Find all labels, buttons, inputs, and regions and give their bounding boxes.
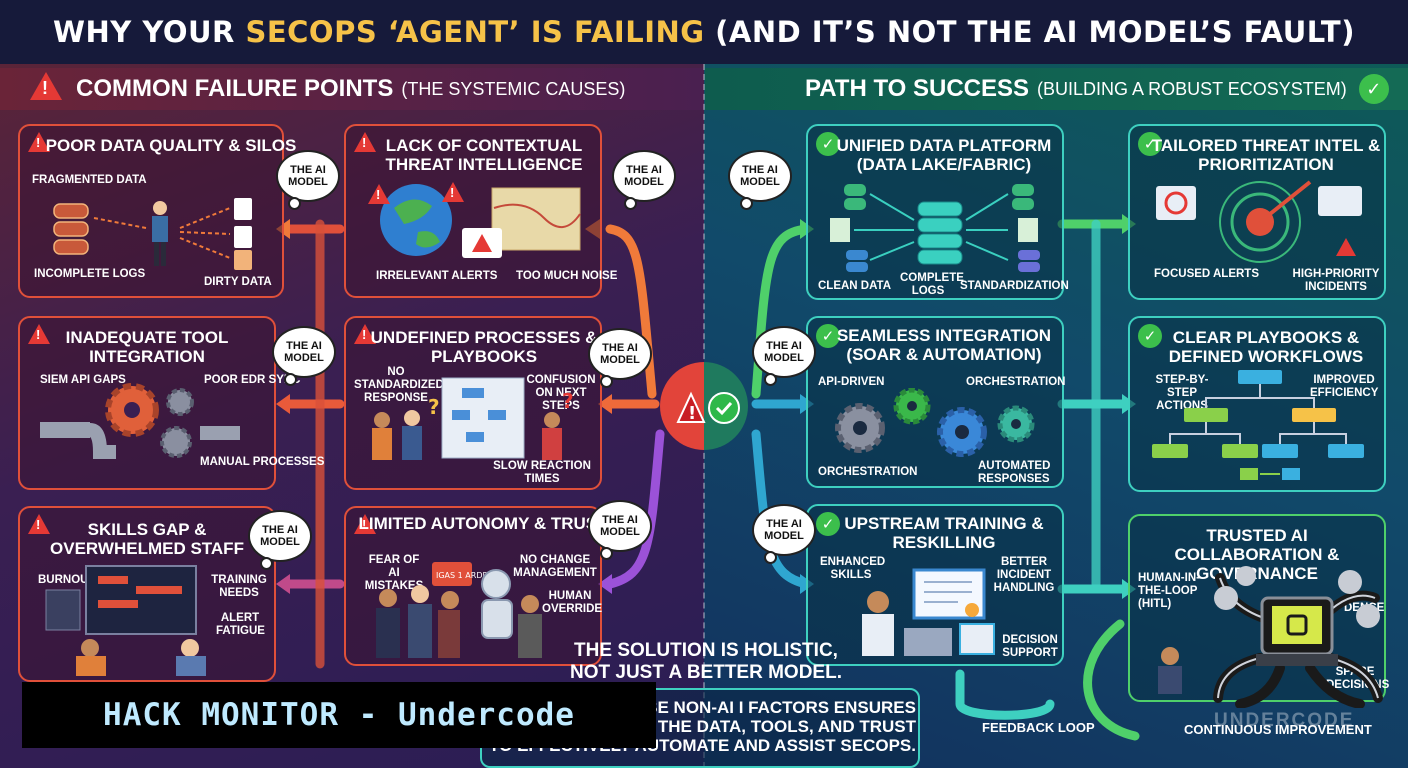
ai-model-bubble: THE AI MODEL — [728, 150, 792, 210]
svg-text:?: ? — [428, 395, 440, 419]
warning-icon — [28, 514, 50, 539]
warning-icon — [354, 514, 376, 539]
warning-icon — [442, 182, 464, 207]
ai-model-bubble: THE AI MODEL — [612, 150, 676, 210]
ai-model-bubble: THE AI MODEL — [272, 326, 336, 386]
workflow-tree-illustration — [1152, 370, 1364, 480]
success-section-header: PATH TO SUCCESS (BUILDING A ROBUST ECOSY… — [705, 68, 1408, 110]
ai-model-bubble: THE AI MODEL — [248, 510, 312, 570]
failure-card-tool-integration: INADEQUATE TOOL INTEGRATION SIEM API GAP… — [18, 316, 324, 490]
checkmark-icon: ✓ — [816, 132, 840, 156]
ai-model-bubble: THE AI MODEL — [276, 150, 340, 210]
team-and-robot-illustration: IGAS 1 ARDP — [376, 562, 542, 658]
success-card-training: ✓ UPSTREAM TRAINING & RESKILLING ENHANCE… — [806, 504, 1064, 666]
data-silos-illustration — [53, 198, 252, 270]
training-certificate-illustration — [862, 568, 995, 656]
ai-model-bubble: THE AI MODEL — [752, 326, 816, 386]
svg-text:!: ! — [688, 403, 696, 424]
confused-team-illustration: ? ? — [372, 377, 574, 460]
failure-card-threat-intelligence: LACK OF CONTEXTUAL THREAT INTELLIGENCE I… — [344, 124, 617, 298]
success-card-playbooks: ✓ CLEAR PLAYBOOKS & DEFINED WORKFLOWS ST… — [1128, 316, 1386, 492]
undercode-brand-mark: UNDERCODE — [1214, 710, 1355, 731]
warning-icon — [28, 132, 50, 157]
automation-gears-illustration — [835, 388, 1035, 457]
svg-text:IGAS 1 ARDP: IGAS 1 ARDP — [436, 571, 487, 580]
success-card-unified-data: ✓ UNIFIED DATA PLATFORM (DATA LAKE/FABRI… — [806, 124, 1069, 300]
failure-card-processes: UNDEFINED PROCESSES & PLAYBOOKS NO STAND… — [344, 316, 602, 490]
continuous-improvement-label: CONTINUOUS IMPROVEMENT — [1184, 722, 1372, 737]
failure-card-skills-gap: SKILLS GAP & OVERWHELMED STAFF BURNOUT T… — [18, 506, 276, 682]
hack-monitor-watermark: HACK MONITOR - Undercode — [22, 682, 656, 748]
checkmark-icon: ✓ — [1138, 324, 1162, 348]
warning-icon — [28, 324, 50, 349]
gears-pipes-illustration — [40, 383, 240, 459]
checkmark-icon: ✓ — [1358, 74, 1389, 104]
feedback-loop-label: FEEDBACK LOOP — [982, 720, 1095, 735]
warning-icon — [368, 184, 390, 209]
central-hub: ! — [660, 362, 748, 450]
data-lake-illustration — [830, 184, 1040, 272]
warning-icon — [354, 324, 376, 349]
failure-card-data-quality: POOR DATA QUALITY & SILOS FRAGMENTED DAT… — [18, 124, 296, 298]
ai-model-bubble: THE AI MODEL — [588, 500, 652, 560]
target-prioritization-illustration — [1156, 180, 1362, 263]
success-card-integration: ✓ SEAMLESS INTEGRATION (SOAR & AUTOMATIO… — [806, 316, 1065, 488]
page-title-bar: WHY YOUR SECOPS ‘AGENT’ IS FAILING (AND … — [0, 0, 1408, 64]
page-title: WHY YOUR SECOPS ‘AGENT’ IS FAILING (AND … — [53, 15, 1355, 49]
globe-map-illustration — [380, 184, 581, 258]
success-card-tailored-intel: ✓ TAILORED THREAT INTEL & PRIORITIZATION… — [1128, 124, 1386, 300]
overwhelmed-staff-illustration — [45, 565, 206, 676]
ai-governance-illustration — [1158, 647, 1182, 694]
ai-model-bubble: THE AI MODEL — [588, 328, 652, 388]
failure-section-header: COMMON FAILURE POINTS (THE SYSTEMIC CAUS… — [0, 68, 703, 110]
checkmark-icon: ✓ — [816, 512, 840, 536]
checkmark-icon: ✓ — [1138, 132, 1162, 156]
checkmark-icon: ✓ — [816, 324, 840, 348]
slogan: THE SOLUTION IS HOLISTIC, NOT JUST A BET… — [570, 640, 842, 683]
ai-model-bubble: THE AI MODEL — [752, 504, 816, 564]
warning-icon — [354, 132, 376, 157]
undercode-octopus-logo — [1213, 566, 1383, 708]
success-card-ai-collaboration: TRUSTED AI COLLABORATION & GOVERNANCE HU… — [1128, 514, 1389, 702]
svg-text:?: ? — [562, 389, 574, 413]
warning-icon — [30, 71, 62, 107]
failure-card-limited-autonomy: LIMITED AUTONOMY & TRUST FEAR OF AI MIST… — [344, 506, 608, 666]
